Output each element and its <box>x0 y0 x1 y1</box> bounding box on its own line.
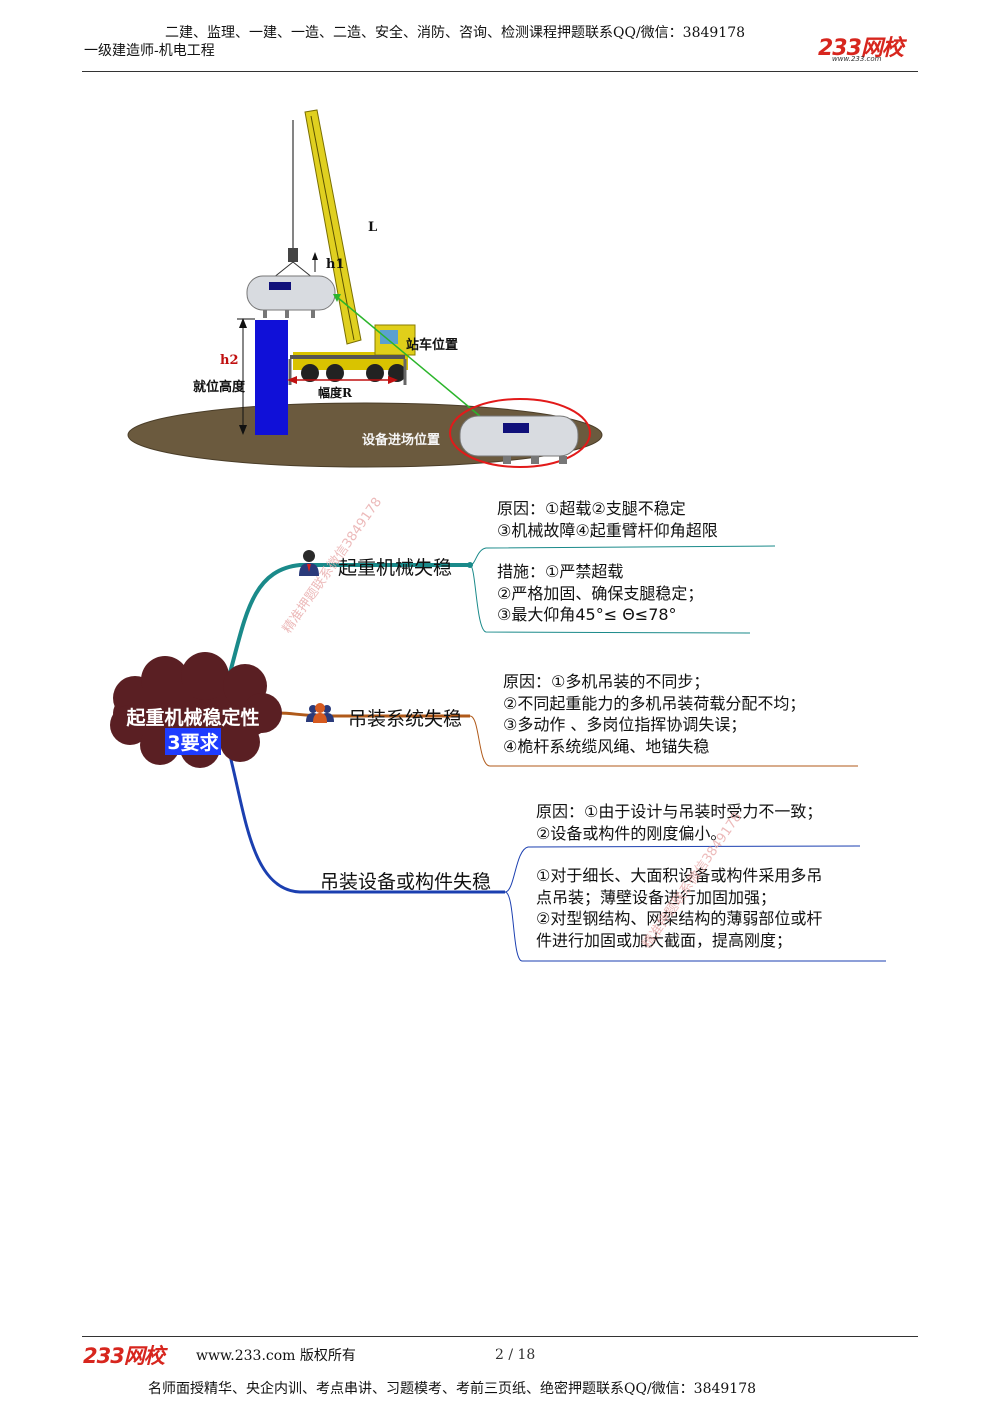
note-rigging-cause: 原因：①多机吊装的不同步； ②不同起重能力的多机吊装荷载分配不均； ③多动作 、… <box>503 672 806 756</box>
header-rule <box>82 71 918 72</box>
mindmap-center-title: 起重机械稳定性 <box>126 707 260 729</box>
label-boom-length: L <box>368 220 378 235</box>
label-radius: 幅度R <box>318 386 352 400</box>
footer-page: 2 / 18 <box>495 1347 536 1363</box>
label-station-position: 站车位置 <box>406 338 459 353</box>
header-logo-sub: www.233.com <box>832 55 882 63</box>
footer-bottom-line: 名师面授精华、央企内训、考点串讲、习题模考、考前三页纸、绝密押题联系QQ/微信：… <box>148 1381 757 1397</box>
mindmap-center-subtitle: 3要求 <box>165 728 221 755</box>
topic-rigging-system-instability: 吊装系统失稳 <box>348 708 463 730</box>
support-column <box>255 320 288 435</box>
entry-equipment <box>459 415 579 457</box>
note-equipment-measures: ①对于细长、大面积设备或构件采用多吊 点吊装；薄壁设备进行加固加强； ②对型钢结… <box>536 866 823 950</box>
crane-figure <box>127 109 603 468</box>
branch-line-3 <box>226 747 505 894</box>
header-logo: 233网校 <box>818 36 904 61</box>
note-equipment-cause: 原因：①由于设计与吊装时受力不一致； ②设备或构件的刚度偏小。 <box>536 802 823 843</box>
label-h2: h2 <box>220 353 239 368</box>
header-top-line: 二建、监理、一建、一造、二造、安全、消防、咨询、检测课程押题联系QQ/微信：38… <box>165 25 746 41</box>
person-icon <box>299 550 319 576</box>
label-position-height: 就位高度 <box>193 380 246 395</box>
path-line <box>336 296 488 423</box>
topic-crane-instability: 起重机械失稳 <box>338 557 453 579</box>
header-subtitle: 一级建造师-机电工程 <box>84 43 215 59</box>
label-entry-position: 设备进场位置 <box>362 433 441 448</box>
note-crane-measures: 措施：①严禁超载 ②严格加固、确保支腿稳定； ③最大仰角45°≤ Θ≤78° <box>497 562 704 624</box>
crane-boom <box>304 109 362 345</box>
group-icon <box>306 703 334 723</box>
branch-line-1 <box>226 563 470 681</box>
topic-equipment-instability: 吊装设备或构件失稳 <box>320 871 492 893</box>
footer-rule <box>82 1336 918 1337</box>
footer-site: www.233.com 版权所有 <box>196 1348 356 1364</box>
footer-logo: 233网校 <box>83 1344 165 1368</box>
entry-highlight <box>449 398 591 468</box>
note-crane-cause: 原因：①超载②支腿不稳定 ③机械故障④起重臂杆仰角超限 <box>497 499 718 540</box>
lifted-equipment <box>246 275 336 311</box>
label-hook-height: h1 <box>326 257 345 272</box>
wheel-icon <box>301 364 319 382</box>
